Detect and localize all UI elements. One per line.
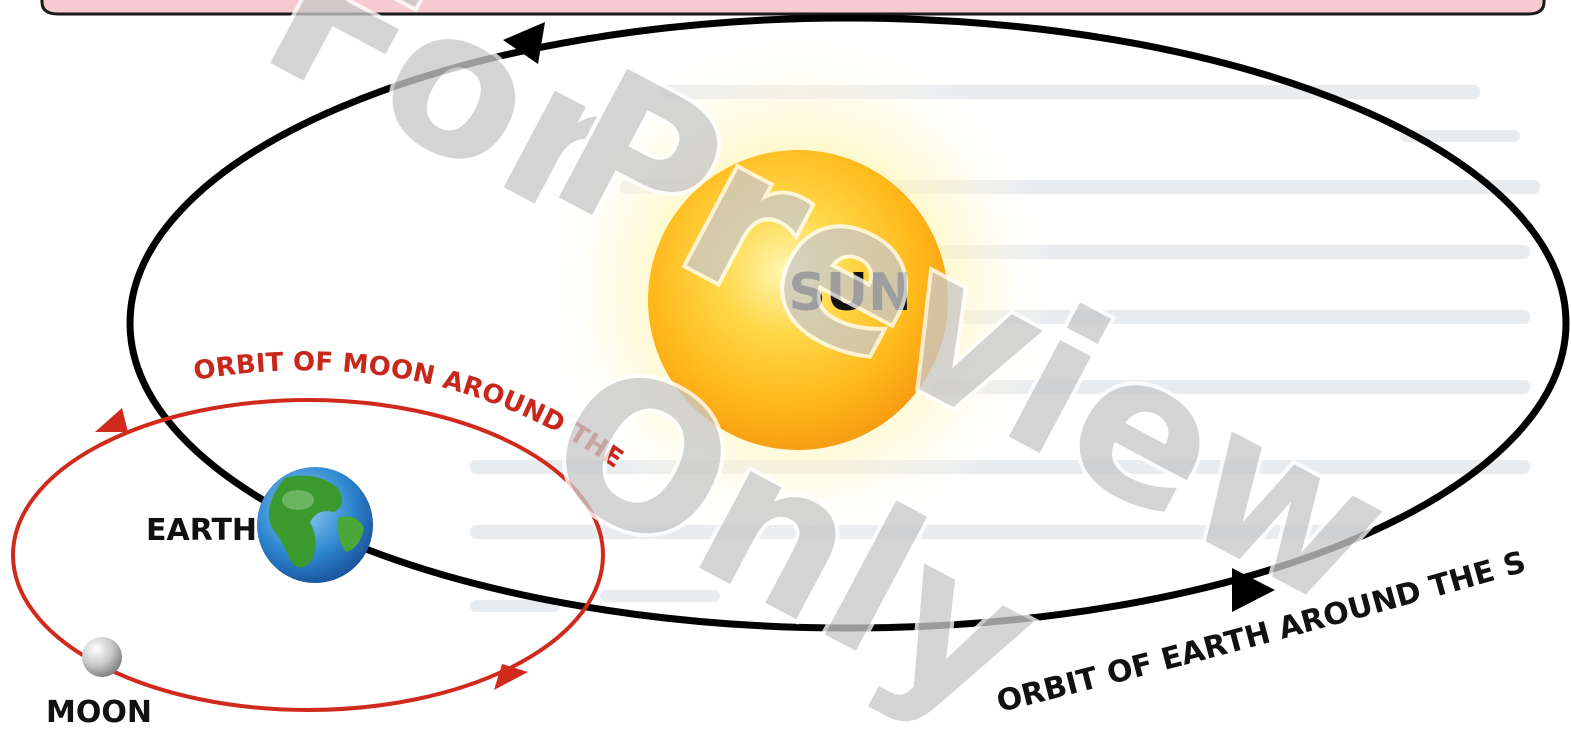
- sun-label: SUN: [788, 263, 911, 323]
- top-banner: [40, 0, 1546, 16]
- moon-orbit-arrow-left-icon: [95, 408, 128, 432]
- earth-orbit-arrow-top-icon: [503, 22, 545, 64]
- earth-orbit-ellipse: [126, 14, 1570, 632]
- earth-orbit-arrow-bottom-icon: [1232, 568, 1275, 612]
- moon-sphere-icon: [82, 637, 122, 677]
- moon-label: MOON: [46, 695, 152, 730]
- earth-globe-icon: [257, 467, 373, 583]
- moon-orbit-arrow-right-icon: [494, 664, 528, 690]
- sun-icon: [648, 150, 948, 450]
- earth-label: EARTH: [146, 513, 257, 548]
- moon-orbit-ellipse: [11, 398, 605, 712]
